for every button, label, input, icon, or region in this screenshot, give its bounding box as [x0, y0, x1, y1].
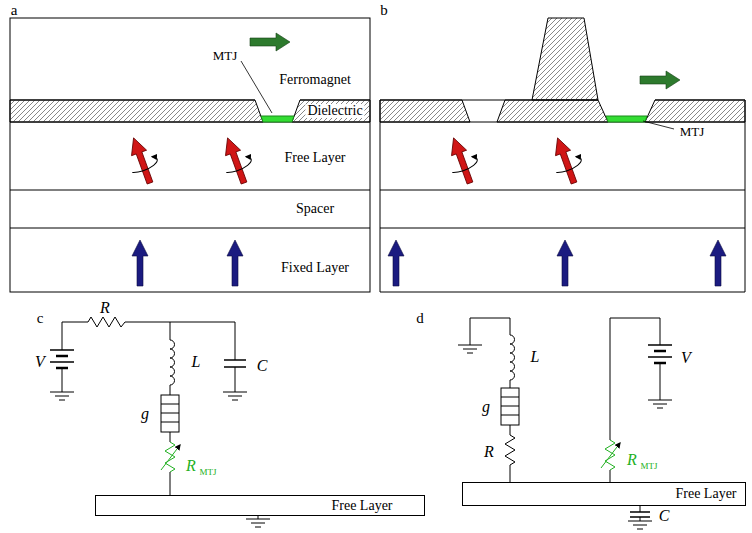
symbol-label: C [659, 508, 670, 524]
symbol-subscript: MTJ [199, 468, 216, 477]
layer-name: Dielectric [305, 104, 364, 118]
panel-letter: c [37, 311, 44, 326]
symbol-label: V [35, 354, 45, 370]
symbol-label: V [681, 350, 691, 366]
panel-letter: d [416, 311, 424, 326]
symbol-label: R [186, 458, 196, 474]
callout-label: MTJ [212, 49, 239, 62]
variable-resistor [165, 442, 175, 472]
layer-band: Spacer [10, 190, 370, 228]
layer-name: Spacer [294, 202, 336, 216]
symbol-label: R [100, 300, 110, 316]
symbol-subscript: MTJ [640, 462, 657, 471]
g-element [161, 395, 179, 432]
free-layer-box: Free Layer [95, 495, 425, 516]
layer-name: Ferromagnet [277, 73, 353, 87]
symbol-label: L [531, 349, 540, 365]
callout-label: MTJ [679, 125, 706, 138]
symbol-label: g [141, 406, 149, 422]
symbol-label: R [484, 444, 494, 460]
layer-band: Free Layer [10, 122, 370, 190]
layer-band: Ferromagnet [10, 18, 370, 100]
layer-name: Free Layer [329, 499, 394, 513]
symbol-label: g [482, 399, 490, 415]
panel-letter: b [380, 3, 388, 18]
layer-name: Free Layer [673, 487, 738, 501]
inductor-symbol [170, 340, 175, 385]
layer-band: Dielectric [10, 100, 370, 122]
layer-band: Fixed Layer [10, 228, 370, 292]
symbol-label: R [627, 452, 637, 468]
panel-letter: a [11, 3, 18, 18]
layer-name: Fixed Layer [279, 261, 351, 275]
layer-name: Free Layer [282, 151, 347, 165]
symbol-label: C [257, 358, 268, 374]
resistor-symbol [88, 317, 125, 327]
symbol-label: L [192, 354, 201, 370]
free-layer-box: Free Layer [462, 482, 746, 506]
